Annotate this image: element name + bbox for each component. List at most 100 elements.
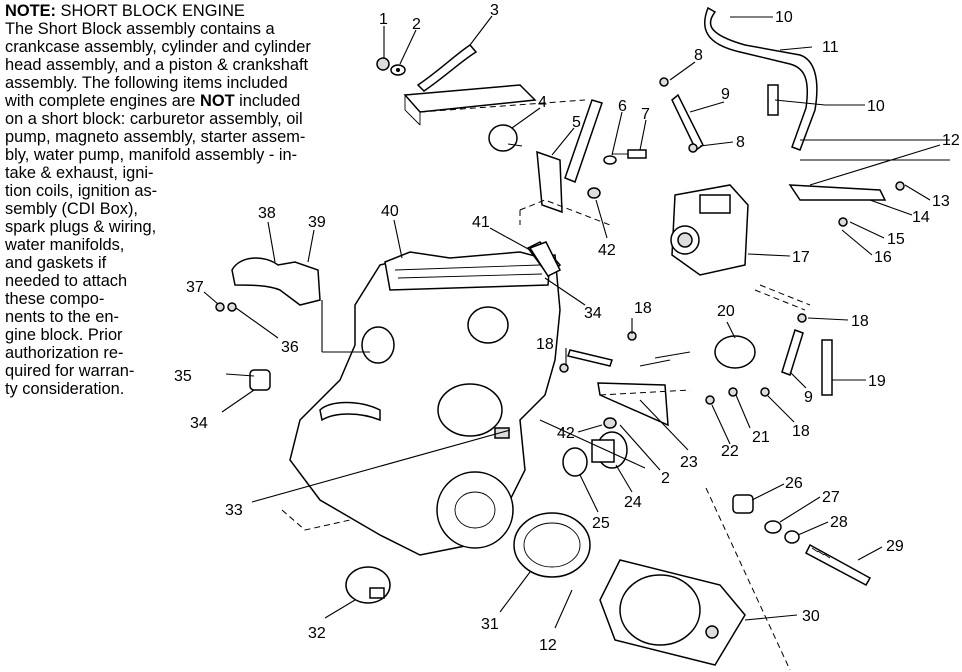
- engine-block: [289, 251, 561, 556]
- washer-2: [390, 64, 406, 76]
- bracket-5: [536, 99, 603, 214]
- frame-bracket-top: [403, 84, 586, 126]
- clamp-25: [562, 447, 588, 477]
- note-line: head assembly, and a piston & crankshaft: [5, 56, 309, 74]
- callout-label: 3: [490, 2, 499, 19]
- callout-label: 38: [258, 205, 276, 222]
- callout-label: 1: [379, 11, 388, 28]
- callout-label: 18: [536, 336, 554, 353]
- nut-1: [376, 57, 390, 71]
- callout-label: 10: [775, 9, 793, 26]
- note-line: these compo-: [5, 290, 105, 308]
- callout-label: 15: [887, 231, 905, 248]
- callout-label: 42: [598, 242, 616, 259]
- callout-label: 11: [822, 39, 839, 56]
- callout-label: 8: [736, 134, 745, 151]
- callout-label: 2: [661, 470, 670, 487]
- boot-35: [249, 369, 271, 391]
- hose-19: [821, 339, 833, 396]
- note-line: sembly (CDI Box),: [5, 200, 138, 218]
- spring-28: [784, 530, 800, 544]
- note-line: ty consideration.: [5, 380, 125, 398]
- callout-label: 30: [802, 608, 820, 625]
- note-heading-rest: SHORT BLOCK ENGINE: [56, 2, 245, 20]
- note-line: take & exhaust, igni-: [5, 164, 154, 182]
- note-line-not: with complete engines are NOT included: [5, 92, 357, 110]
- bracket-23: [597, 382, 669, 427]
- note-line: bly, water pump, manifold assembly - in-: [5, 146, 298, 164]
- callout-label: 32: [308, 625, 326, 642]
- note-line: assembly. The following items included: [5, 74, 288, 92]
- oil-pump-20: [714, 335, 756, 369]
- callout-label: 16: [874, 249, 892, 266]
- callout-label: 18: [634, 300, 652, 317]
- hose-3: [416, 44, 478, 92]
- callout-label: 10: [867, 98, 885, 115]
- note-line: on a short block: carburetor assembly, o…: [5, 110, 303, 128]
- note-line: quired for warran-: [5, 362, 135, 380]
- callout-label: 24: [624, 494, 642, 511]
- cap-32: [345, 566, 391, 604]
- callout-label: 39: [308, 214, 326, 231]
- note-line-not-pre: with complete engines are: [5, 92, 200, 110]
- callout-label: 20: [717, 303, 735, 320]
- leader-lines: [203, 15, 941, 629]
- nut-42: [587, 187, 601, 199]
- note-line: The Short Block assembly contains a: [5, 20, 275, 38]
- boot-41: [528, 241, 562, 277]
- callout-label: 28: [830, 514, 848, 531]
- washer-6: [603, 155, 617, 165]
- callout-label: 42: [557, 425, 575, 442]
- note-line-not-post: included: [234, 92, 301, 110]
- callout-label: 34: [190, 415, 208, 432]
- callout-label: 9: [804, 389, 813, 406]
- drive-clutch-30: [599, 559, 746, 666]
- callout-label: 14: [912, 209, 930, 226]
- note-line: gine block. Prior: [5, 326, 123, 344]
- intake-manifold-38: [231, 257, 321, 306]
- callout-label: 34: [584, 305, 602, 322]
- dashed-assembly-lines: [281, 199, 811, 671]
- callout-label: 2: [412, 16, 421, 33]
- note-heading-bold: NOTE:: [5, 2, 56, 20]
- fuel-line-10: [704, 6, 818, 151]
- cover-31: [513, 512, 591, 578]
- callout-label: 21: [752, 429, 770, 446]
- note-line: needed to attach: [5, 272, 128, 290]
- callout-label: 13: [932, 193, 950, 210]
- note-line: nents to the en-: [5, 308, 119, 326]
- callout-label: 35: [174, 368, 192, 385]
- note-line: and gaskets if: [5, 254, 107, 272]
- callout-numbers: 1 2 3 4 5 6 7 8 8 9 10 10 11 12 13 14 15…: [174, 2, 960, 654]
- callout-label: 12: [539, 637, 557, 654]
- callout-label: 31: [481, 616, 499, 633]
- callout-label: 23: [680, 454, 698, 471]
- callout-label: 36: [281, 339, 299, 356]
- bolt-7: [612, 149, 647, 159]
- note-line: authorization re-: [5, 344, 124, 362]
- callout-label: 37: [186, 279, 204, 296]
- callout-label: 19: [868, 373, 886, 390]
- callout-label: 17: [792, 249, 810, 266]
- callout-label: 29: [886, 538, 904, 555]
- callout-label: 41: [472, 214, 490, 231]
- callout-label: 8: [694, 47, 703, 64]
- note-line: water manifolds,: [5, 236, 125, 254]
- frame-rail-12: [788, 139, 950, 201]
- callout-label: 27: [822, 489, 840, 506]
- callout-label: 4: [538, 94, 547, 111]
- short-block-note: NOTE: SHORT BLOCK ENGINE The Short Block…: [5, 2, 357, 398]
- callout-label: 6: [618, 98, 627, 115]
- callout-label: 5: [572, 114, 581, 131]
- note-line: spark plugs & wiring,: [5, 218, 157, 236]
- callout-label: 25: [592, 515, 610, 532]
- callout-label: 26: [785, 475, 803, 492]
- note-not-bold: NOT: [199, 92, 235, 110]
- callout-label: 18: [851, 313, 869, 330]
- callout-label: 33: [225, 502, 243, 519]
- callout-label: 40: [381, 203, 399, 220]
- callout-label: 12: [942, 132, 960, 149]
- note-line: pump, magneto assembly, starter assem-: [5, 128, 306, 146]
